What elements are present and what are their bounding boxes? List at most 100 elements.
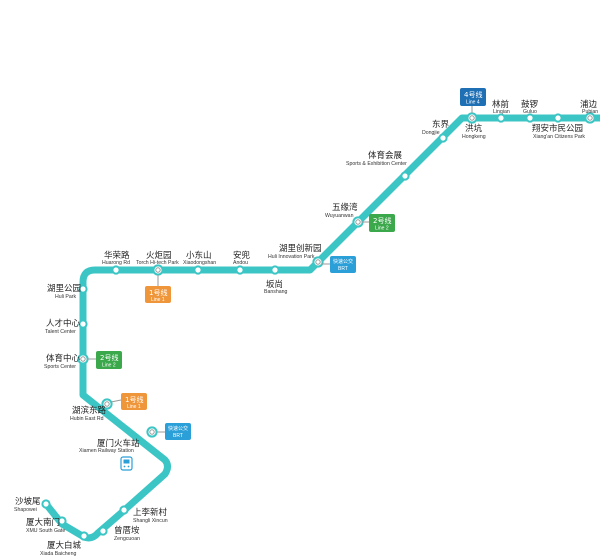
badge-line4-box: [460, 88, 486, 106]
badge-line1-b-box: [121, 393, 147, 410]
station-talent-zh: 人才中心: [46, 318, 81, 329]
station-railway-zh: 厦门火车站: [97, 438, 140, 449]
badge-line2-a-zh: 2号线: [373, 216, 391, 225]
station-andou[interactable]: 安兜 Andou: [233, 250, 251, 275]
station-xmu-south-en: XMU South Gate: [26, 528, 65, 534]
station-huli-innovation-park[interactable]: 湖里创新园 Huli Innovation Park: [268, 243, 324, 268]
badge-line2-a-box: [369, 214, 395, 232]
station-honggeng-en: Hongkeng: [462, 134, 486, 140]
badge-line1-a-box: [145, 286, 171, 303]
station-sports-center[interactable]: 体育中心 Sports Center: [44, 353, 89, 370]
station-shangli-zh: 上李新村: [133, 507, 168, 518]
station-hubin-east-zh: 湖滨东路: [72, 405, 107, 416]
station-huli-innovation-zh: 湖里创新园: [279, 243, 322, 254]
station-banshang-en: Banshang: [264, 289, 287, 295]
station-xmu-baicheng-en: Xiada Baicheng: [40, 551, 76, 557]
station-dongjie-en: Dongjie: [422, 130, 440, 136]
badge-line2-b-en: Line 2: [102, 363, 116, 369]
station-shapowei-en: Shapowei: [14, 507, 37, 513]
badge-brt-a-zh: 快速公交: [333, 258, 353, 265]
badge-line1-b-zh: 1号线: [125, 395, 143, 404]
station-andou-zh: 安兜: [233, 250, 251, 261]
station-shapowei[interactable]: 沙坡尾 Shapowei: [14, 496, 51, 513]
badge-line4: 4号线 Line 4: [460, 88, 486, 113]
station-xiaodongshan-zh: 小东山: [186, 250, 212, 261]
station-huarong-en: Huarong Rd: [102, 260, 130, 266]
station-honggeng-zh: 洪坑: [465, 123, 483, 134]
station-xiaodongshan-en: Xiaodongshan: [183, 260, 216, 266]
station-dongjie-zh: 东界: [432, 119, 450, 130]
station-guluo-en: Guluo: [523, 109, 537, 115]
station-xmu-south-gate[interactable]: 厦大南门 XMU South Gate: [26, 516, 67, 534]
station-guluo[interactable]: 鼓锣 Guluo: [521, 99, 539, 123]
station-pubian[interactable]: 浦边 Pubian: [580, 99, 598, 124]
badge-line4-zh: 4号线: [464, 90, 482, 99]
badge-line2-wuyuanwan: 2号线 Line 2: [362, 214, 395, 232]
station-wuyuanwan[interactable]: 五缘湾 Wuyuanwan: [325, 202, 364, 228]
station-sports-exhibition-zh: 体育会展: [368, 150, 403, 161]
station-xiaodongshan[interactable]: 小东山 Xiaodongshan: [183, 250, 216, 275]
station-pubian-en: Pubian: [582, 109, 598, 115]
station-torch-zh: 火炬园: [146, 250, 172, 261]
badge-brt-b-box: [165, 423, 191, 440]
station-huli-park-en: Huli Park: [55, 294, 76, 300]
station-hubin-east-en: Hubin East Rd: [70, 416, 104, 422]
station-railway-en: Xiamen Railway Station: [79, 448, 134, 454]
station-sports-center-en: Sports Center: [44, 364, 76, 370]
station-shangli[interactable]: 上李新村 Shangli Xincun: [119, 505, 168, 524]
station-dongjie[interactable]: 东界 Dongjie: [422, 119, 450, 143]
station-andou-en: Andou: [233, 260, 248, 266]
station-zengcuoan-en: Zengcuoan: [114, 536, 140, 542]
station-railway[interactable]: 厦门火车站 Xiamen Railway Station: [79, 426, 158, 454]
badge-line2-sports-center: 2号线 Line 2: [88, 351, 122, 369]
station-huli-park[interactable]: 湖里公园 Huli Park: [47, 284, 88, 300]
train-station-icon: [120, 456, 133, 471]
badge-brt-a-box: [330, 256, 356, 273]
badge-line2-a-en: Line 2: [375, 226, 389, 232]
station-huarong[interactable]: 华荣路 Huarong Rd: [102, 250, 130, 275]
station-zengcuoan-zh: 曾厝垵: [114, 525, 140, 536]
badge-line2-b-zh: 2号线: [100, 353, 118, 362]
station-banshang[interactable]: 坂尚 Banshang: [264, 265, 287, 295]
station-shangli-en: Shangli Xincun: [133, 518, 168, 524]
station-sports-center-zh: 体育中心: [46, 353, 81, 364]
station-linqian-en: Linqian: [493, 109, 510, 115]
station-linqian[interactable]: 林前 Linqian: [492, 99, 510, 123]
badge-line1-hubin: 1号线 Line 1: [110, 393, 147, 410]
station-huli-innovation-en: Huli Innovation Park: [268, 254, 315, 260]
station-shapowei-zh: 沙坡尾: [15, 496, 41, 507]
station-xmu-baicheng[interactable]: 厦大白城 Xiada Baicheng: [40, 531, 89, 557]
station-xiangan-park[interactable]: 翔安市民公园 Xiang'an Citizens Park: [532, 113, 585, 140]
station-honggeng[interactable]: 洪坑 Hongkeng: [462, 112, 486, 140]
station-sports-exhibition-center[interactable]: 体育会展 Sports & Exhibition Center: [346, 150, 410, 181]
station-banshang-zh: 坂尚: [266, 279, 283, 290]
badge-brt-a-en: BRT: [338, 266, 348, 272]
station-xmu-south-zh: 厦大南门: [26, 517, 60, 528]
station-linqian-zh: 林前: [492, 99, 510, 110]
badge-brt-b-en: BRT: [173, 433, 183, 439]
station-torch[interactable]: 火炬园 Torch Hi-tech Park: [136, 250, 179, 276]
badge-brt-railway: 快速公交 BRT: [157, 423, 191, 440]
badge-brt-b-zh: 快速公交: [168, 425, 188, 432]
station-wuyuanwan-en: Wuyuanwan: [325, 213, 354, 219]
station-xmu-baicheng-zh: 厦大白城: [47, 540, 82, 551]
badge-line1-a-en: Line 1: [151, 297, 165, 303]
station-huli-park-zh: 湖里公园: [47, 284, 81, 294]
badge-line1-torch: 1号线 Line 1: [145, 275, 171, 303]
badge-line2-b-box: [96, 351, 122, 369]
badge-brt-innovation: 快速公交 BRT: [322, 256, 356, 273]
station-huarong-zh: 华荣路: [104, 250, 130, 261]
station-guluo-zh: 鼓锣: [521, 99, 539, 110]
station-pubian-zh: 浦边: [580, 99, 598, 110]
station-wuyuanwan-zh: 五缘湾: [332, 202, 358, 213]
station-zengcuoan[interactable]: 曾厝垵 Zengcuoan: [98, 525, 140, 542]
station-xiangan-park-zh: 翔安市民公园: [532, 123, 583, 134]
metro-route-line: [42, 114, 600, 542]
station-torch-en: Torch Hi-tech Park: [136, 260, 179, 266]
badge-line1-b-en: Line 1: [127, 404, 141, 410]
station-hubin-east[interactable]: 湖滨东路 Hubin East Rd: [70, 398, 113, 422]
station-talent-center[interactable]: 人才中心 Talent Center: [45, 318, 88, 335]
station-xiangan-park-en: Xiang'an Citizens Park: [533, 134, 585, 140]
